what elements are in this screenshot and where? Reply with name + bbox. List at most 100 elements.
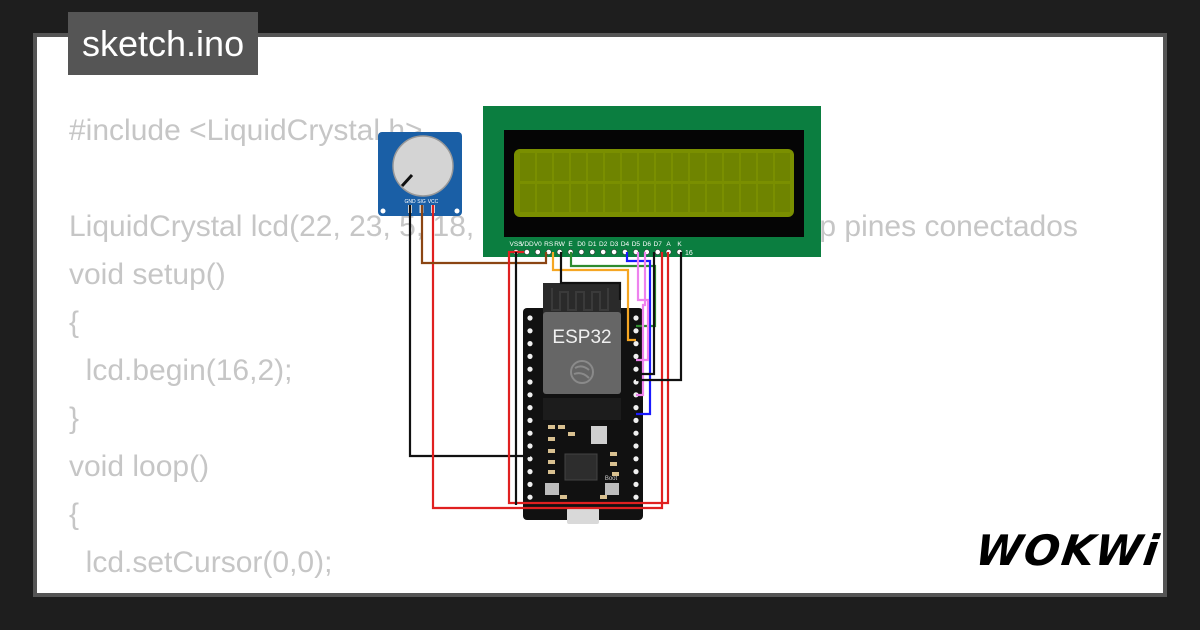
lcd-cell <box>690 184 705 212</box>
esp32-pin-left[interactable] <box>527 494 533 500</box>
lcd-cell <box>639 184 654 212</box>
lcd-pin[interactable] <box>600 249 607 255</box>
esp32-pin-right[interactable] <box>633 430 639 436</box>
pot-hole <box>380 208 386 214</box>
esp32-pin-right[interactable] <box>633 366 639 372</box>
pot-pin-label: VCC <box>428 199 439 205</box>
lcd-cell <box>707 184 722 212</box>
wires <box>408 205 683 510</box>
esp32-pin-left[interactable] <box>527 417 533 423</box>
esp32-pin-left[interactable] <box>527 341 533 347</box>
lcd-cell <box>673 184 688 212</box>
esp32-pin-left[interactable] <box>527 456 533 462</box>
lcd-cell <box>588 153 603 181</box>
lcd-cell <box>656 184 671 212</box>
lcd-cell <box>622 153 637 181</box>
esp32-pin-right[interactable] <box>633 417 639 423</box>
pot-pin-label: GND <box>404 199 416 205</box>
lcd-cell <box>520 153 535 181</box>
usb-chip <box>564 453 598 481</box>
esp32-pin-left[interactable] <box>527 379 533 385</box>
esp32-pin-left[interactable] <box>527 481 533 487</box>
lcd-pin[interactable] <box>534 249 541 255</box>
code-line: { <box>69 306 80 339</box>
esp32-pin-left[interactable] <box>527 366 533 372</box>
esp32-pin-left[interactable] <box>527 392 533 398</box>
smd-component <box>548 470 555 474</box>
wire-rs[interactable] <box>551 252 636 342</box>
esp32-pin-left[interactable] <box>527 430 533 436</box>
lcd-cell <box>639 153 654 181</box>
lcd-pin-label: V0 <box>534 241 542 248</box>
esp32-pin-right[interactable] <box>633 469 639 475</box>
lcd-cell <box>656 153 671 181</box>
esp32-pin-left[interactable] <box>527 469 533 475</box>
pot-knob[interactable] <box>392 135 454 197</box>
lcd-cell <box>724 153 739 181</box>
esp32-pin-right[interactable] <box>633 481 639 487</box>
antenna-trace <box>551 288 609 311</box>
lcd-pin-label: VDD <box>520 241 534 248</box>
lcd-pin-label: D3 <box>610 241 619 248</box>
lcd-pin[interactable] <box>589 249 596 255</box>
esp32-board[interactable]: ESP32 Boot <box>523 283 643 524</box>
esp32-pin-left[interactable] <box>527 443 533 449</box>
lcd-cell <box>758 153 773 181</box>
lcd-pin-label: VSS <box>509 241 523 248</box>
lcd-cell <box>622 184 637 212</box>
lcd-pin[interactable] <box>611 249 617 255</box>
wokwi-logo-text: WOKWi <box>972 526 1164 575</box>
smd-component <box>612 472 619 476</box>
esp32-pin-right[interactable] <box>633 353 639 359</box>
esp32-pin-right[interactable] <box>633 341 639 347</box>
lcd-cell <box>571 184 586 212</box>
code-line: lcd.setCursor(0,0); <box>69 546 333 579</box>
esp32-pin-left[interactable] <box>527 353 533 359</box>
lcd-pin[interactable] <box>578 249 585 255</box>
lcd-cell <box>775 184 790 212</box>
esp32-pin-right[interactable] <box>633 456 639 462</box>
wire-d4[interactable] <box>625 252 652 416</box>
esp32-pin-right[interactable] <box>633 328 639 334</box>
lcd-cell <box>724 184 739 212</box>
esp32-label: ESP32 <box>552 327 611 348</box>
lcd-pin-label: D0 <box>577 241 586 248</box>
esp32-pad-row <box>543 398 621 420</box>
esp32-pin-left[interactable] <box>527 315 533 321</box>
lcd-pin-label: D1 <box>588 241 597 248</box>
file-tab[interactable]: sketch.ino <box>68 12 259 75</box>
smd-component <box>548 460 555 464</box>
wire-pot-gnd[interactable] <box>408 205 530 458</box>
lcd-cell <box>741 153 756 181</box>
smd-component <box>568 432 575 436</box>
lcd-pin-label: D6 <box>643 241 652 248</box>
wire-d7[interactable] <box>636 252 656 376</box>
esp32-pin-left[interactable] <box>527 328 533 334</box>
lcd-pin[interactable] <box>524 249 530 255</box>
espressif-logo-mark <box>573 365 590 379</box>
esp32-pin-right[interactable] <box>633 443 639 449</box>
lcd-pin[interactable] <box>654 249 661 255</box>
wire-pot-sig[interactable] <box>420 205 548 265</box>
wire-k[interactable] <box>636 252 683 382</box>
en-button[interactable] <box>545 483 559 495</box>
esp32-pin-right[interactable] <box>633 494 639 500</box>
esp32-pin-left[interactable] <box>527 405 533 411</box>
boot-button[interactable] <box>605 483 619 495</box>
wire-rw[interactable] <box>559 252 622 300</box>
code-line: lcd.begin(16,2); <box>69 354 293 387</box>
lcd-cell <box>588 184 603 212</box>
smd-component <box>548 425 555 429</box>
esp32-module-shield <box>543 312 621 394</box>
boot-label: Boot <box>605 476 618 482</box>
lcd-pin-label: D7 <box>654 241 663 248</box>
wire-d6[interactable] <box>636 252 647 397</box>
wire-vdd[interactable] <box>507 250 670 505</box>
esp32-pin-right[interactable] <box>633 315 639 321</box>
lcd-cell <box>554 184 569 212</box>
esp32-pin-right[interactable] <box>633 405 639 411</box>
